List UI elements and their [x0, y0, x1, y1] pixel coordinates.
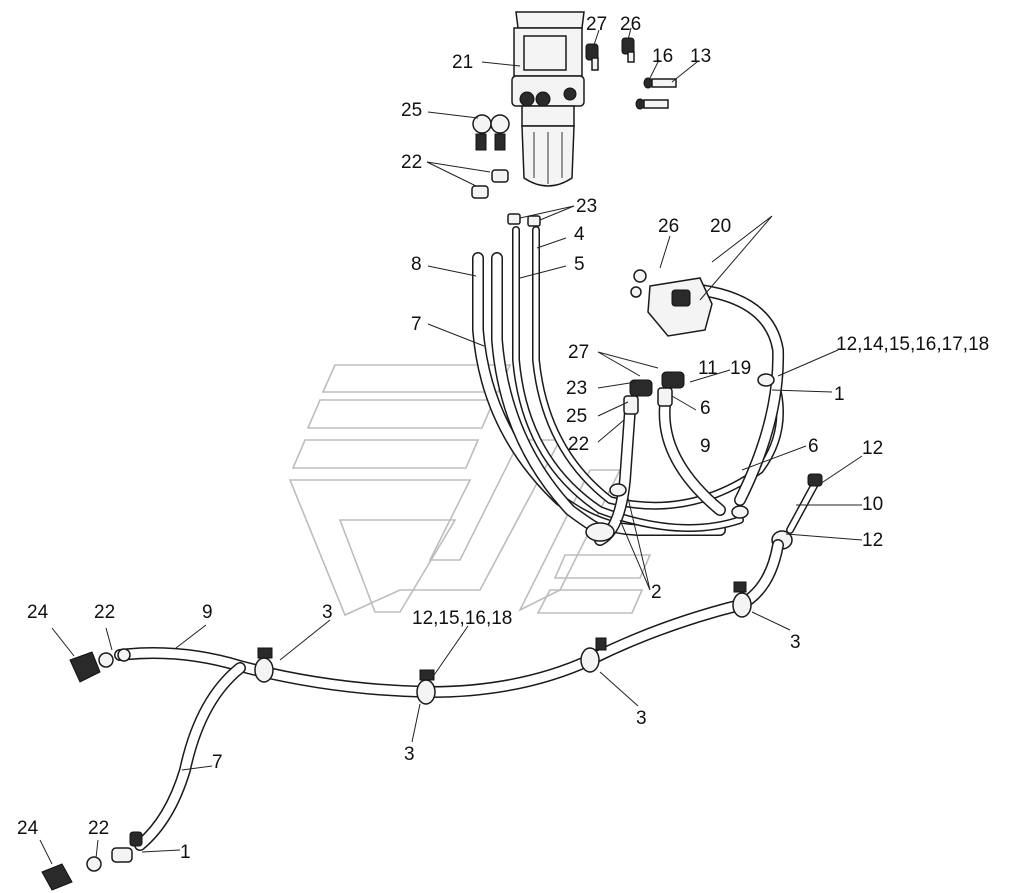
callout-3-c: 3: [636, 708, 647, 729]
tee-fitting-10: [771, 473, 823, 550]
callout-7-top: 7: [411, 314, 422, 335]
callout-26-top: 26: [620, 14, 641, 35]
callout-25-top: 25: [401, 100, 422, 121]
callout-22-mid: 22: [568, 434, 589, 455]
background-watermark-logo: [288, 364, 652, 617]
callout-19: 19: [730, 358, 751, 379]
hose-fittings-top: [471, 114, 541, 227]
callout-26-mid: 26: [658, 216, 679, 237]
fuel-filter-assembly: [511, 11, 585, 187]
callout-20: 20: [710, 216, 731, 237]
callout-13: 13: [690, 46, 711, 67]
callout-6-a: 6: [700, 398, 711, 419]
callout-1-right: 1: [834, 384, 845, 405]
callout-12-b: 12: [862, 530, 883, 551]
banjo-fittings-top: [585, 37, 677, 110]
callout-21: 21: [452, 52, 473, 73]
callout-3-d: 3: [404, 744, 415, 765]
callout-5: 5: [574, 254, 585, 275]
callout-22-top: 22: [401, 152, 422, 173]
priming-pump: [630, 269, 713, 337]
callout-labels: 27 26 16 13 21 25 22 23 4 5 8 7 26 20 27…: [17, 14, 989, 863]
hose-clamps: [254, 581, 752, 705]
callout-24-top: 24: [27, 602, 49, 623]
callout-12-a: 12: [862, 438, 883, 459]
callout-4: 4: [574, 224, 585, 245]
callout-3-a: 3: [322, 602, 333, 623]
callout-3-b: 3: [790, 632, 801, 653]
callout-9-left: 9: [202, 602, 213, 623]
callout-2: 2: [651, 582, 662, 603]
callout-9-mid: 9: [700, 436, 711, 457]
leader-lines: [39, 27, 863, 865]
callout-6-b: 6: [808, 436, 819, 457]
callout-12-list2: 12,15,16,18: [412, 608, 512, 629]
hoses-mid-fittings: [585, 371, 775, 546]
callout-11: 11: [698, 358, 718, 379]
callout-16-top: 16: [652, 46, 673, 67]
callout-22-left: 22: [94, 602, 115, 623]
callout-27-top: 27: [586, 14, 607, 35]
end-fittings-left: [41, 648, 143, 891]
pump-return-hose: [694, 284, 785, 506]
callout-7-low: 7: [212, 752, 223, 773]
callout-10: 10: [862, 494, 883, 515]
callout-23-top: 23: [576, 196, 597, 217]
callout-12-list: 12,14,15,16,17,18: [836, 334, 989, 355]
callout-24-low: 24: [17, 818, 39, 839]
callout-22-low: 22: [88, 818, 109, 839]
callout-25-mid: 25: [566, 406, 587, 427]
callout-8: 8: [411, 254, 422, 275]
callout-27-mid: 27: [568, 342, 589, 363]
callout-1-low: 1: [180, 842, 191, 863]
callout-23-mid: 23: [566, 378, 587, 399]
